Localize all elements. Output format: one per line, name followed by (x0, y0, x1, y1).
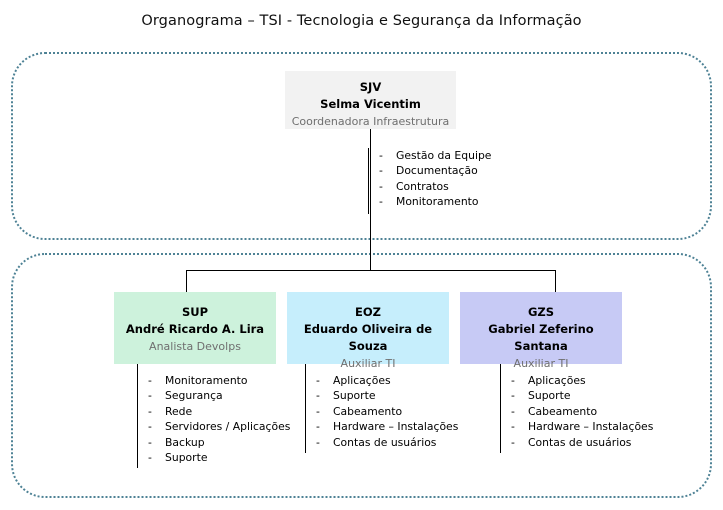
org-node-gzs-person: Gabriel Zeferino Santana (488, 322, 594, 353)
connector-node-gzs-to-duties (500, 364, 501, 373)
duty-bullet-marker: - (379, 164, 383, 178)
duty-bullet-marker: - (511, 420, 515, 434)
duty-label: Suporte (333, 389, 376, 403)
org-node-gzs-role: Auxiliar TI (513, 357, 569, 370)
duty-item: -Cabeamento (511, 404, 653, 419)
duty-item: -Aplicações (511, 373, 653, 388)
connector-sjv-down (370, 129, 371, 270)
group-container-team (11, 253, 712, 498)
duty-label: Hardware – Instalações (333, 420, 459, 434)
duty-label: Aplicações (528, 374, 586, 387)
duty-label: Cabeamento (333, 404, 403, 418)
org-node-sup-person: André Ricardo A. Lira (125, 322, 265, 336)
org-node-sup-code: SUP (181, 305, 209, 319)
duty-bullet-marker: - (511, 404, 515, 418)
duty-item: -Suporte (316, 388, 458, 403)
duty-label: Backup (165, 435, 205, 449)
duty-item: -Monitoramento (148, 373, 290, 388)
duty-item: -Contas de usuários (511, 435, 653, 450)
org-node-sjv-person: Selma Vicentim (320, 97, 421, 111)
duty-bullet-marker: - (511, 389, 515, 403)
org-node-gzs[interactable]: GZS Gabriel Zeferino Santana Auxiliar TI (460, 292, 622, 370)
duty-label: Servidores / Aplicações (165, 420, 291, 434)
duty-list-sjv: -Gestão da Equipe-Documentação-Contratos… (368, 148, 491, 214)
duty-item: -Suporte (511, 388, 653, 403)
duty-bullet-marker: - (148, 451, 152, 465)
duty-item: -Documentação (379, 163, 491, 178)
duty-bullet-marker: - (148, 389, 152, 403)
org-node-gzs-code: GZS (527, 305, 555, 319)
duty-item: -Suporte (148, 450, 290, 465)
duty-label: Hardware – Instalações (528, 420, 654, 434)
org-node-eoz-role: Auxiliar TI (340, 357, 396, 370)
duty-bullet-marker: - (148, 374, 152, 387)
duty-label: Suporte (528, 389, 571, 403)
duty-bullet-marker: - (316, 374, 320, 387)
duty-bullet-marker: - (148, 420, 152, 434)
org-node-sjv[interactable]: SJV Selma Vicentim Coordenadora Infraest… (285, 71, 456, 129)
duty-label: Cabeamento (528, 404, 598, 418)
org-node-sjv-code: SJV (359, 80, 382, 94)
duty-label: Contas de usuários (528, 435, 632, 449)
org-node-eoz[interactable]: EOZ Eduardo Oliveira de Souza Auxiliar T… (287, 292, 449, 370)
duty-item: -Cabeamento (316, 404, 458, 419)
duty-item: -Contratos (379, 179, 491, 194)
duty-label: Gestão da Equipe (396, 149, 492, 162)
org-node-sup-role: Analista Devolps (149, 340, 241, 353)
duty-item: -Monitoramento (379, 194, 491, 209)
group-container-management (11, 52, 712, 240)
connector-node-eoz-to-duties (305, 364, 306, 373)
org-node-sjv-role: Coordenadora Infraestrutura (291, 115, 450, 128)
duty-bullet-marker: - (511, 435, 515, 449)
org-node-sup[interactable]: SUP André Ricardo A. Lira Analista Devol… (114, 292, 276, 364)
duty-item: -Segurança (148, 388, 290, 403)
duty-item: -Servidores / Aplicações (148, 419, 290, 434)
duty-bullet-marker: - (511, 374, 515, 387)
duty-label: Contratos (396, 179, 449, 193)
connector-drop-sup (186, 270, 187, 292)
duty-bullet-marker: - (316, 435, 320, 449)
duty-bullet-marker: - (379, 179, 383, 193)
duty-bullet-marker: - (316, 389, 320, 403)
connector-drop-gzs (555, 270, 556, 292)
duty-label: Monitoramento (165, 374, 248, 387)
duty-label: Documentação (396, 164, 478, 178)
org-node-eoz-code: EOZ (355, 305, 381, 319)
duty-label: Segurança (165, 389, 223, 403)
duty-item: -Hardware – Instalações (511, 419, 653, 434)
duty-bullet-marker: - (148, 435, 152, 449)
duty-item: -Rede (148, 404, 290, 419)
duty-bullet-marker: - (316, 420, 320, 434)
page-title: Organograma – TSI - Tecnologia e Seguran… (141, 13, 582, 29)
duty-label: Monitoramento (396, 195, 479, 209)
duty-item: -Gestão da Equipe (379, 148, 491, 163)
duty-bullet-marker: - (316, 404, 320, 418)
connector-node-sjv-to-duties (370, 129, 371, 148)
duty-bullet-marker: - (379, 195, 383, 209)
duty-label: Suporte (165, 451, 208, 465)
duty-label: Aplicações (333, 374, 391, 387)
duty-item: -Backup (148, 435, 290, 450)
duty-label: Contas de usuários (333, 435, 437, 449)
connector-node-sup-to-duties (137, 364, 138, 373)
duty-list-sup: -Monitoramento-Segurança-Rede-Servidores… (137, 373, 290, 468)
duty-bullet-marker: - (148, 404, 152, 418)
duty-item: -Hardware – Instalações (316, 419, 458, 434)
connector-horizontal-bus (186, 270, 555, 271)
duty-list-gzs: -Aplicações-Suporte-Cabeamento-Hardware … (500, 373, 653, 453)
duty-list-eoz: -Aplicações-Suporte-Cabeamento-Hardware … (305, 373, 458, 453)
org-node-eoz-person: Eduardo Oliveira de Souza (303, 322, 433, 353)
duty-label: Rede (165, 404, 193, 418)
duty-item: -Contas de usuários (316, 435, 458, 450)
duty-item: -Aplicações (316, 373, 458, 388)
duty-bullet-marker: - (379, 149, 383, 162)
